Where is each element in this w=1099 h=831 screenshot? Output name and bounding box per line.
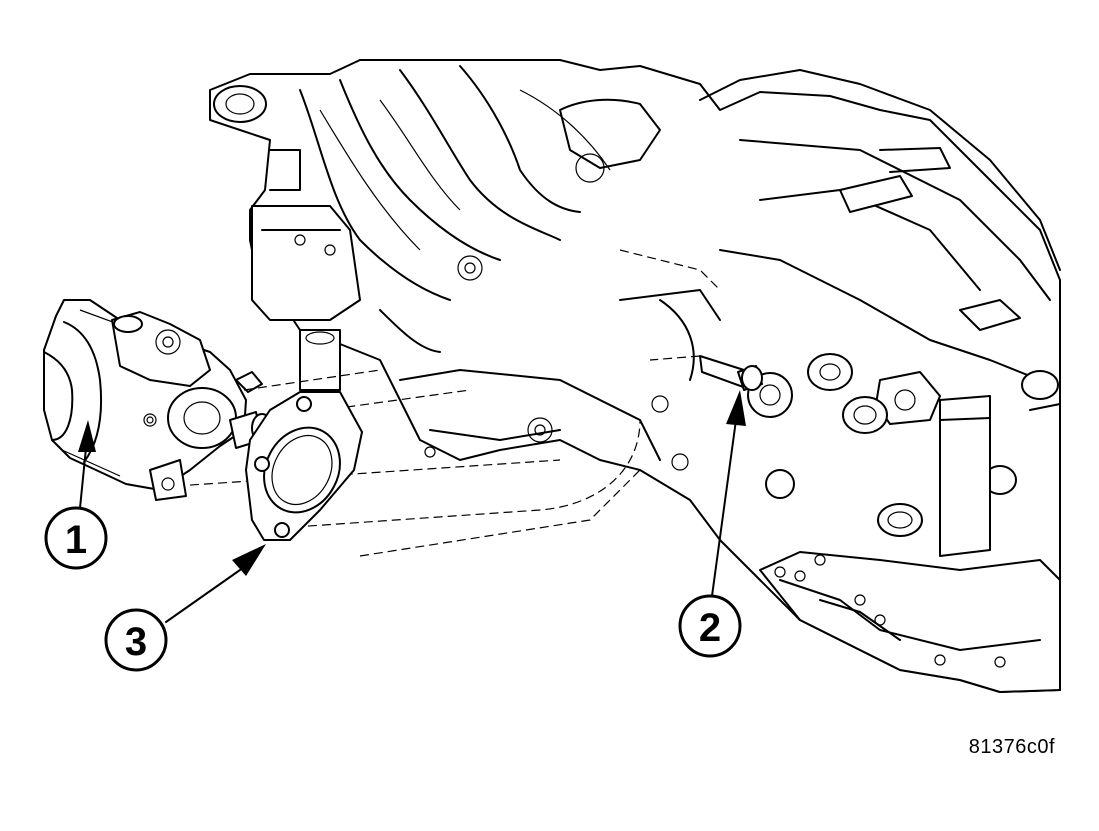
callout-2-label: 2 <box>699 606 721 650</box>
callout-2: 2 <box>678 594 742 658</box>
callout-1: 1 <box>44 506 108 570</box>
callout-3-label: 3 <box>125 620 147 664</box>
figure-reference-code: 81376c0f <box>968 736 1055 758</box>
callout-arrows <box>78 390 746 623</box>
starter-motor-illustration <box>43 299 273 501</box>
alignment-dashed-lines <box>165 249 721 557</box>
callout-1-label: 1 <box>65 518 87 562</box>
transaxle-illustration <box>619 69 1061 693</box>
engine-block-illustration <box>209 59 1061 693</box>
mounting-bolt-illustration <box>699 355 763 391</box>
mounting-plate-illustration <box>245 391 363 541</box>
callout-3: 3 <box>104 608 168 672</box>
